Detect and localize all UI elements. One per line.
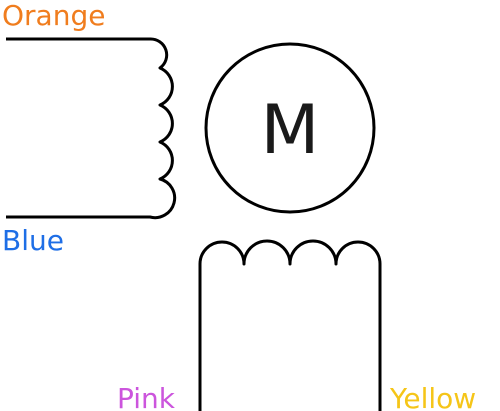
motor-circle [204,42,376,214]
motor-label: M [261,91,320,170]
wire-label-blue: Blue [2,224,64,257]
bottom-coil [198,239,382,411]
left-coil [6,37,177,220]
wire-label-yellow: Yellow [389,382,476,411]
wire-label-orange: Orange [2,0,105,32]
wire-label-pink: Pink [117,382,176,411]
